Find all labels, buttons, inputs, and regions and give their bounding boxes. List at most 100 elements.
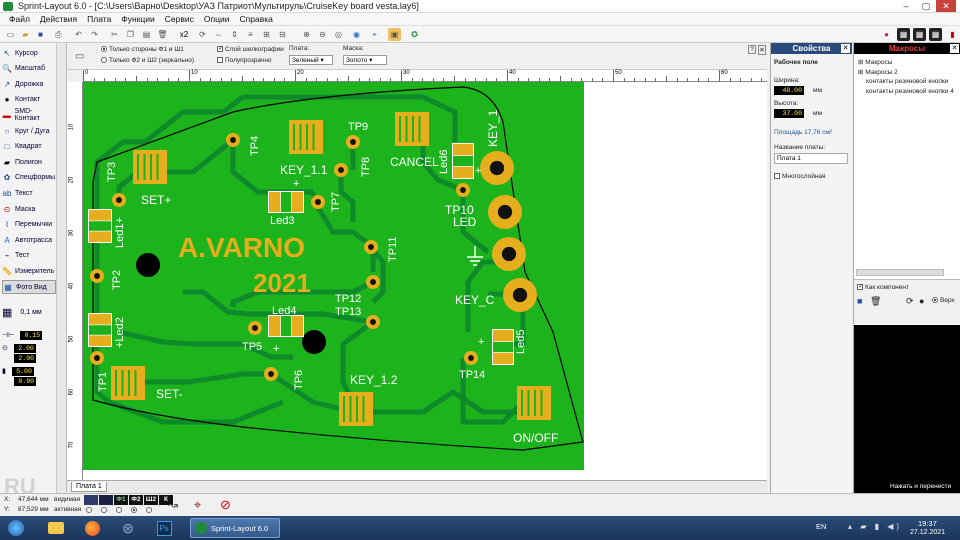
smd-pad[interactable] <box>453 144 473 156</box>
via-hole[interactable] <box>315 199 321 205</box>
board-name-input[interactable]: Плата 1 <box>774 153 848 164</box>
board-outline-path[interactable] <box>92 86 584 451</box>
tool-zoom[interactable]: 🔍Масштаб <box>2 62 56 76</box>
export-icon[interactable]: ▦ <box>897 28 910 41</box>
track-width-value[interactable]: 0.15 <box>20 330 43 340</box>
smd-pad[interactable] <box>269 192 281 212</box>
via-hole[interactable] <box>460 187 466 193</box>
layer-button-k1[interactable] <box>84 495 98 505</box>
properties-close-icon[interactable]: ✕ <box>841 44 850 53</box>
gerber-icon[interactable]: ▦ <box>913 28 926 41</box>
key-contact-gap[interactable] <box>115 370 117 396</box>
via-hole[interactable] <box>252 325 258 331</box>
cnc-icon[interactable]: ▦ <box>929 28 942 41</box>
zoom-board-icon[interactable]: ◎ <box>335 30 342 39</box>
smd-pad[interactable] <box>89 210 111 221</box>
target-icon[interactable]: ⌖ <box>194 497 202 512</box>
route-icon[interactable]: ↝ <box>168 498 179 512</box>
via-hole[interactable] <box>94 273 100 279</box>
key-contact-gap[interactable] <box>299 124 302 150</box>
smd-pad[interactable] <box>89 335 111 346</box>
maximize-button[interactable]: ▢ <box>921 1 931 11</box>
tool-panel-scrollbar[interactable] <box>57 43 67 493</box>
key-contact-gap[interactable] <box>399 116 401 142</box>
key-contact-gap[interactable] <box>137 154 139 180</box>
pad-inner-value[interactable]: 2.00 <box>14 353 36 363</box>
copper-track[interactable] <box>460 192 490 254</box>
macro-top-radio[interactable]: Верх <box>932 297 955 304</box>
led-gap[interactable] <box>89 325 111 335</box>
layer-button[interactable]: Ш2 <box>144 495 158 505</box>
key-contact-gap[interactable] <box>349 396 352 422</box>
layer-button[interactable]: Ф1 <box>114 495 128 505</box>
via-hole[interactable] <box>497 204 513 220</box>
key-contact-gap[interactable] <box>412 116 414 142</box>
tool-circle[interactable]: ○Круг / Дуга <box>2 124 56 138</box>
rotate-icon[interactable]: ⟳ <box>199 30 206 39</box>
taskbar-sprint-layout[interactable]: Sprint-Layout 6.0 <box>190 518 280 538</box>
app3-icon[interactable]: ⊛ <box>122 519 134 536</box>
menu-item[interactable]: Файл <box>9 14 30 24</box>
tool-square[interactable]: □Квадрат <box>2 140 56 154</box>
led-gap[interactable] <box>89 221 111 231</box>
smd-pad[interactable] <box>453 166 473 178</box>
key-contact-gap[interactable] <box>527 390 530 416</box>
copper-track[interactable] <box>183 289 374 325</box>
photoshop-icon[interactable]: Ps <box>148 518 180 538</box>
clock-time[interactable]: 19:37 <box>918 519 937 528</box>
layer-radio-1[interactable] <box>86 507 92 513</box>
key-contact-gap[interactable] <box>521 390 523 416</box>
zoom-out-icon[interactable]: ⊖ <box>319 30 326 39</box>
led-gap[interactable] <box>280 192 292 212</box>
copper-track[interactable] <box>143 371 271 385</box>
key-contact-gap[interactable] <box>343 396 345 422</box>
key-contact-gap[interactable] <box>362 396 365 422</box>
via-hole[interactable] <box>368 244 374 250</box>
exit-icon[interactable]: ▮ <box>950 30 955 39</box>
smd-width-value[interactable]: 5.00 <box>11 366 34 376</box>
duplicate-button[interactable]: x2 <box>179 30 189 39</box>
mounting-hole[interactable] <box>136 253 160 277</box>
macro-tree-item[interactable]: ⊞ Макросы 2 <box>858 69 898 76</box>
start-button[interactable] <box>2 518 30 538</box>
menu-item[interactable]: Функции <box>121 14 155 24</box>
tool-test[interactable]: ⌁Тест <box>2 249 56 263</box>
ungroup-icon[interactable]: ⊟ <box>279 30 286 39</box>
help-icon[interactable]: ? <box>748 45 756 54</box>
board-color-select[interactable]: Зеленый ▾ <box>289 55 333 65</box>
mounting-hole[interactable] <box>302 330 326 354</box>
macro-tree-item[interactable]: ⊞ Макросы <box>858 59 893 66</box>
tool-special-form[interactable]: ✿Спецформы <box>2 171 56 185</box>
mirror-v-icon[interactable]: ⇕ <box>231 30 238 39</box>
grid-size[interactable]: 0,1 мм <box>20 308 42 316</box>
led-gap[interactable] <box>280 316 292 336</box>
copper-track[interactable] <box>369 245 386 304</box>
radio-side-f1[interactable]: Только стороны Ф1 и Ш1 <box>101 46 184 53</box>
macro-side-dot-icon[interactable]: ● <box>919 296 925 306</box>
key-contact-gap[interactable] <box>150 154 152 180</box>
open-file-icon[interactable]: ▰ <box>22 30 29 39</box>
key-contact-gap[interactable] <box>121 370 124 396</box>
smd-pad[interactable] <box>493 330 513 342</box>
via-hole[interactable] <box>370 279 376 285</box>
via-hole[interactable] <box>468 355 474 361</box>
undo-icon[interactable]: ↶ <box>75 30 82 39</box>
via-hole[interactable] <box>338 167 344 173</box>
transparent-checkbox[interactable]: Полупрозрачно <box>217 57 272 64</box>
layer-radio-2[interactable] <box>101 507 107 513</box>
copy-icon[interactable]: ❐ <box>126 30 135 39</box>
key-contact-gap[interactable] <box>128 370 130 396</box>
key-contact-gap[interactable] <box>293 124 295 150</box>
mask-color-select[interactable]: Золото ▾ <box>343 55 387 65</box>
as-component-checkbox[interactable]: ✓Как компонент <box>857 284 909 291</box>
save-macro-icon[interactable]: ■ <box>857 296 863 306</box>
layer-button-m1[interactable] <box>99 495 113 505</box>
key-contact-gap[interactable] <box>356 396 358 422</box>
close-button[interactable]: ✕ <box>936 0 956 12</box>
tree-expand-icon[interactable]: ⊞ <box>858 59 866 66</box>
zoom-window-icon[interactable]: ⌖ <box>372 29 377 39</box>
via-hole[interactable] <box>512 287 528 303</box>
copper-track[interactable] <box>118 329 293 360</box>
